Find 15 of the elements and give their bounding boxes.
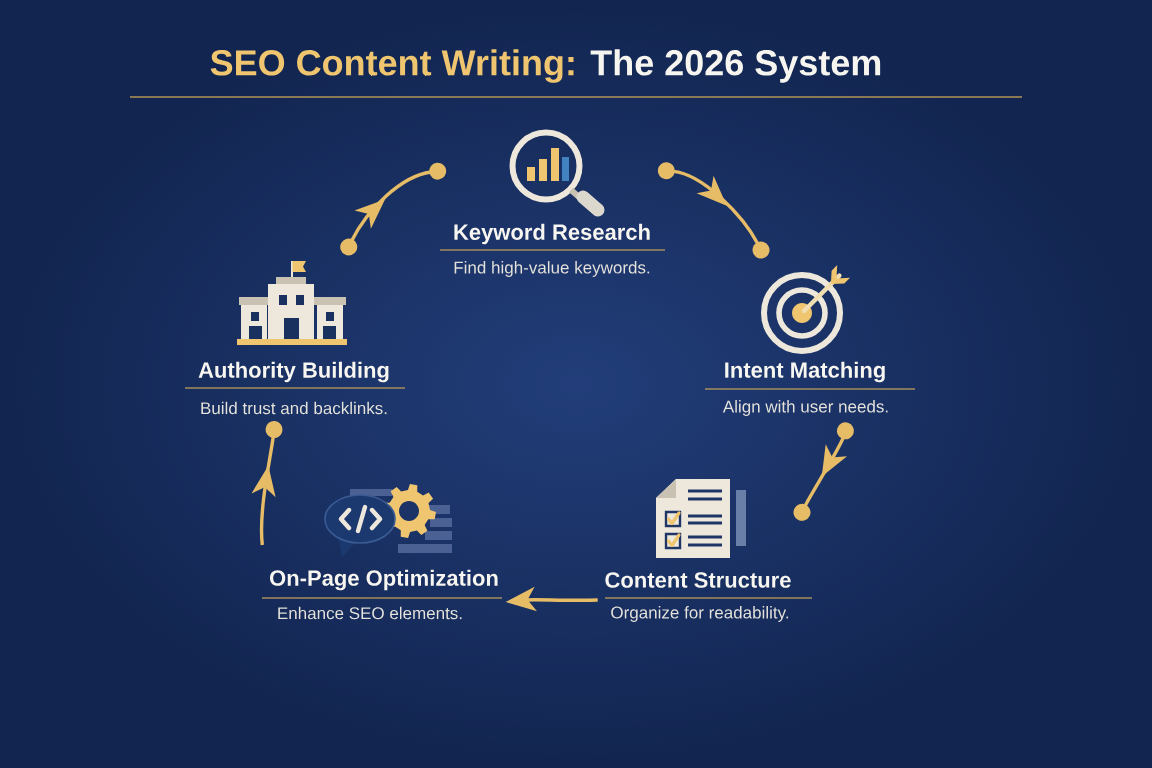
step-description: Enhance SEO elements. — [278, 606, 462, 620]
step-heading: Content Structure — [605, 572, 791, 588]
step-heading: Keyword Research — [454, 223, 650, 245]
arrow — [793, 422, 854, 521]
step-heading: Intent Matching — [725, 361, 885, 383]
step-heading: Authority Building — [198, 361, 389, 383]
arrow — [657, 162, 770, 259]
step-description: Organize for readability. — [611, 606, 789, 622]
step-heading: On-Page Optimization — [270, 569, 498, 591]
step-description: Align with user needs. — [722, 400, 888, 416]
arrow — [251, 421, 283, 546]
step-description: Find high-value keywords. — [454, 261, 650, 277]
arrow — [340, 162, 447, 256]
title: SEO Content Writing: The 2026 System — [210, 49, 881, 83]
step-description: Build trust and backlinks. — [201, 401, 387, 415]
